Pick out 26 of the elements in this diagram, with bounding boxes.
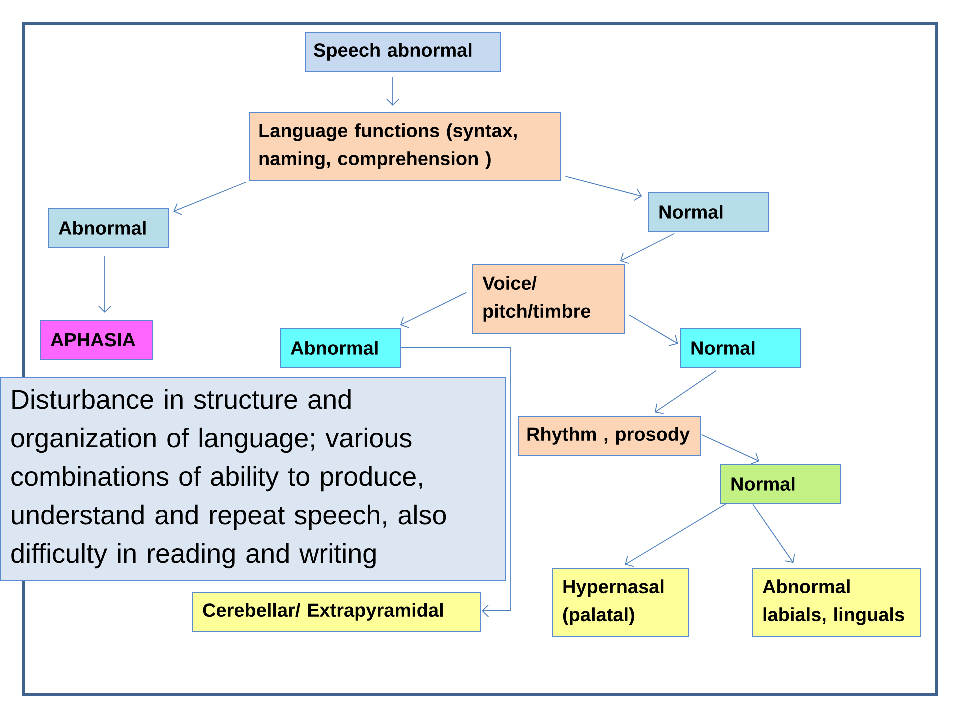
process-box: Normal (648, 192, 770, 232)
arrow (400, 292, 468, 328)
arrow (654, 370, 717, 414)
process-box: Speech abnormal (305, 32, 501, 72)
process-box: Rhythm , prosody (518, 416, 701, 456)
arrow (565, 176, 642, 202)
arrow (701, 434, 760, 465)
arrow (174, 182, 247, 216)
note-box: Disturbance in structure and organization of language; various combinations of ability to produce, understand and repeat speech, also difficulty in reading and writing (0, 377, 506, 581)
process-box: Normal (680, 328, 801, 368)
process-box: Hypernasal (palatal) (552, 568, 689, 637)
process-box: Language functions (syntax, naming, comprehension ) (249, 112, 561, 181)
arrow (625, 504, 727, 568)
arrow (400, 348, 512, 618)
process-box: Abnormal (48, 208, 169, 248)
arrow (620, 233, 676, 264)
process-box: Cerebellar/ Extrapyramidal (192, 592, 481, 632)
arrow (98, 256, 112, 313)
process-box: Voice/ pitch/timbre (472, 264, 625, 334)
arrow (386, 76, 400, 106)
arrow (752, 504, 796, 564)
process-box: Normal (720, 464, 842, 504)
process-box: APHASIA (40, 320, 153, 360)
arrow (628, 314, 678, 346)
process-box: Abnormal labials, linguals (752, 568, 922, 637)
process-box: Abnormal (280, 328, 401, 368)
